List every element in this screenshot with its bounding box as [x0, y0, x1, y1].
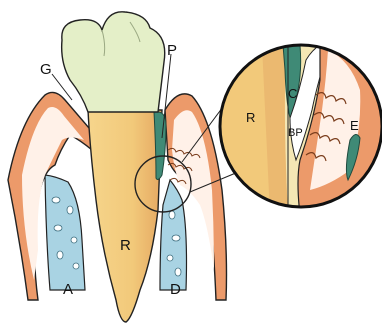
- tooth-crown: [62, 12, 165, 112]
- alveolar-bone-right: [160, 180, 187, 290]
- label-a: A: [63, 281, 73, 298]
- tooth-root: [88, 110, 162, 322]
- label-p: P: [167, 42, 177, 59]
- label-bp: BP: [288, 127, 303, 139]
- label-e: E: [350, 118, 359, 133]
- label-d: D: [170, 281, 181, 298]
- alveolar-bone-left: [45, 175, 85, 290]
- label-c: C: [288, 86, 297, 101]
- label-g: G: [40, 61, 52, 78]
- label-r-inset: R: [246, 110, 255, 125]
- label-r-main: R: [120, 237, 131, 254]
